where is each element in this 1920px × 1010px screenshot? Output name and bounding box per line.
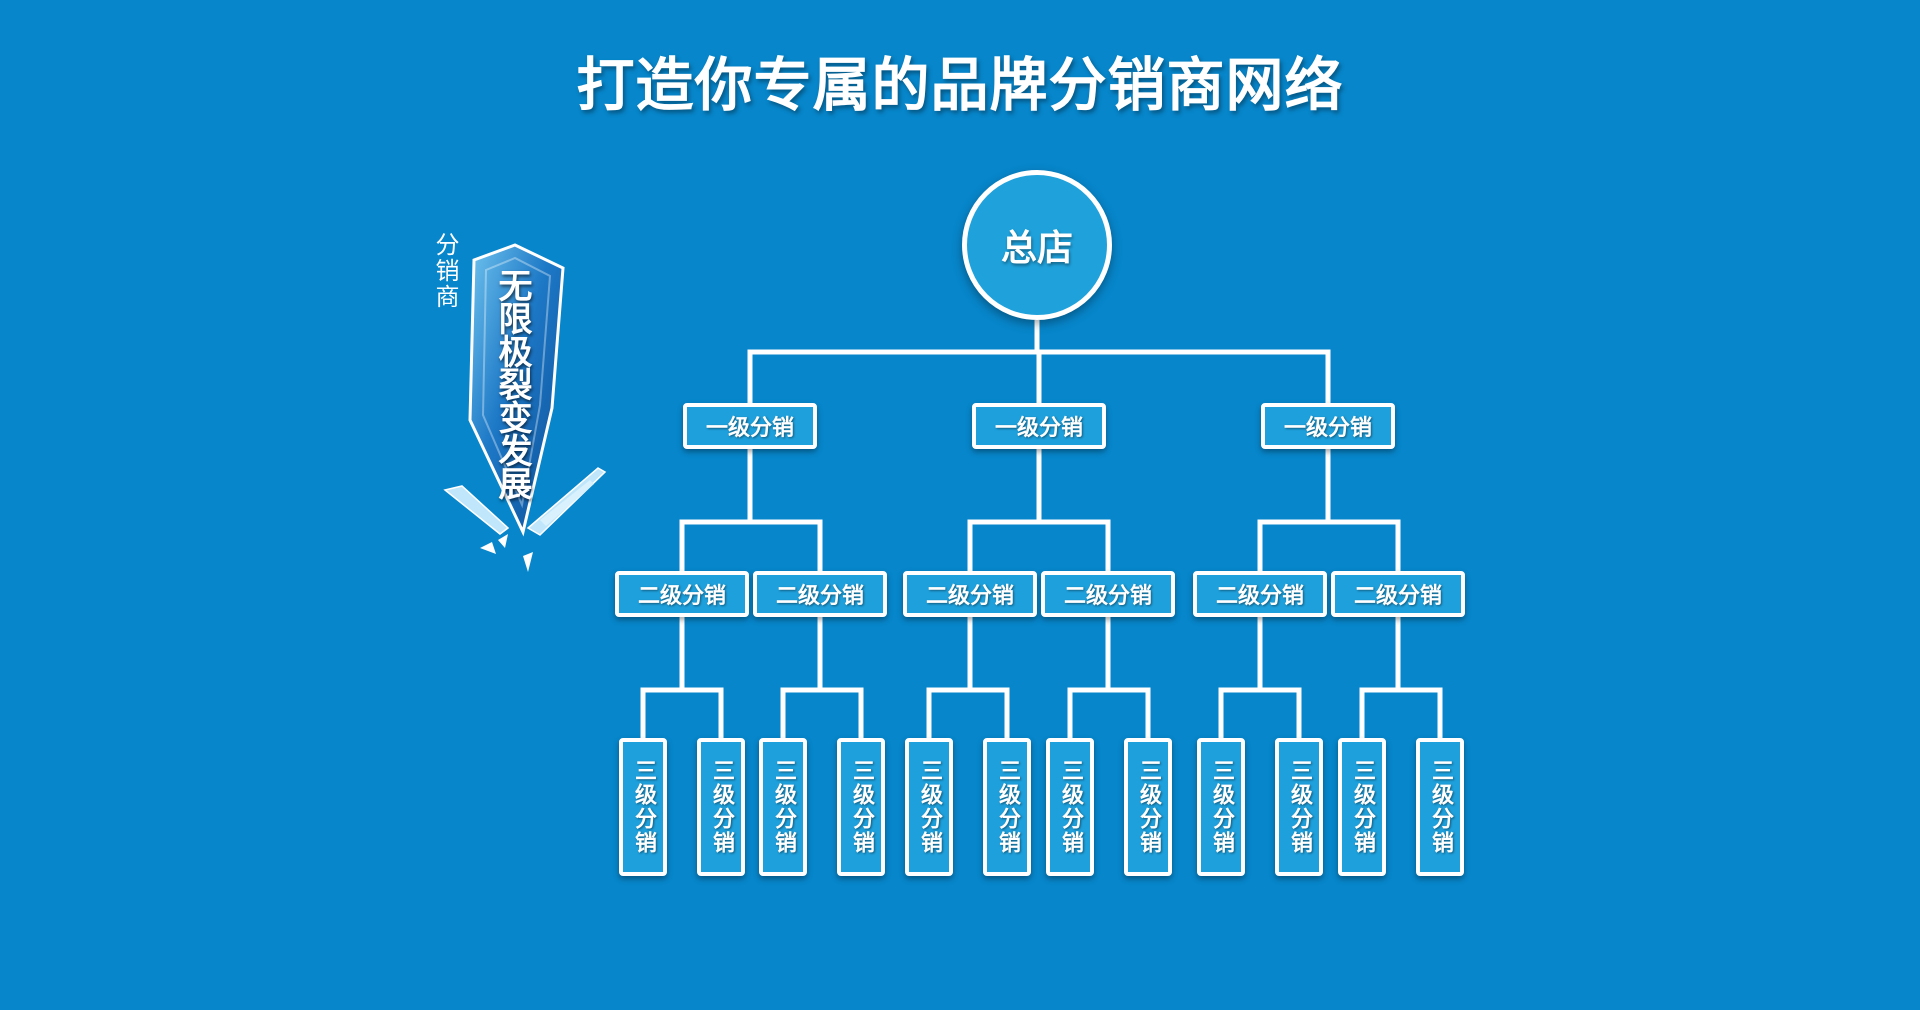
level3-label: 三级分销: [1287, 759, 1312, 855]
level2-node: 二级分销: [903, 571, 1037, 617]
level3-node: 三级分销: [905, 738, 953, 876]
level3-label: 三级分销: [631, 759, 656, 855]
level3-label: 三级分销: [849, 759, 874, 855]
level1-node: 一级分销: [1261, 403, 1395, 449]
level3-label: 三级分销: [771, 759, 796, 855]
level3-node: 三级分销: [837, 738, 885, 876]
level1-node: 一级分销: [683, 403, 817, 449]
level3-label: 三级分销: [917, 759, 942, 855]
level3-node: 三级分销: [759, 738, 807, 876]
fission-development-label: 无限极裂变发展: [492, 268, 532, 499]
level3-label: 三级分销: [1350, 759, 1375, 855]
level3-label: 三级分销: [1136, 759, 1161, 855]
level2-node: 二级分销: [1041, 571, 1175, 617]
level3-node: 三级分销: [619, 738, 667, 876]
crystal-shard-graphic: [443, 243, 607, 572]
level3-label: 三级分销: [995, 759, 1020, 855]
distributor-label: 分销商: [431, 232, 459, 310]
page-title: 打造你专属的品牌分销商网络: [576, 51, 1344, 119]
level3-node: 三级分销: [1046, 738, 1094, 876]
level2-node: 二级分销: [1193, 571, 1327, 617]
level2-node: 二级分销: [1331, 571, 1465, 617]
level2-node: 二级分销: [753, 571, 887, 617]
level2-node: 二级分销: [615, 571, 749, 617]
level3-label: 三级分销: [1428, 759, 1453, 855]
level3-label: 三级分销: [1058, 759, 1083, 855]
level3-node: 三级分销: [1275, 738, 1323, 876]
level3-label: 三级分销: [1209, 759, 1234, 855]
level3-node: 三级分销: [1197, 738, 1245, 876]
level1-node: 一级分销: [972, 403, 1106, 449]
level3-label: 三级分销: [709, 759, 734, 855]
level3-node: 三级分销: [1124, 738, 1172, 876]
level3-node: 三级分销: [983, 738, 1031, 876]
head-store-node: 总店: [962, 170, 1112, 320]
level3-node: 三级分销: [697, 738, 745, 876]
level3-node: 三级分销: [1416, 738, 1464, 876]
level3-node: 三级分销: [1338, 738, 1386, 876]
